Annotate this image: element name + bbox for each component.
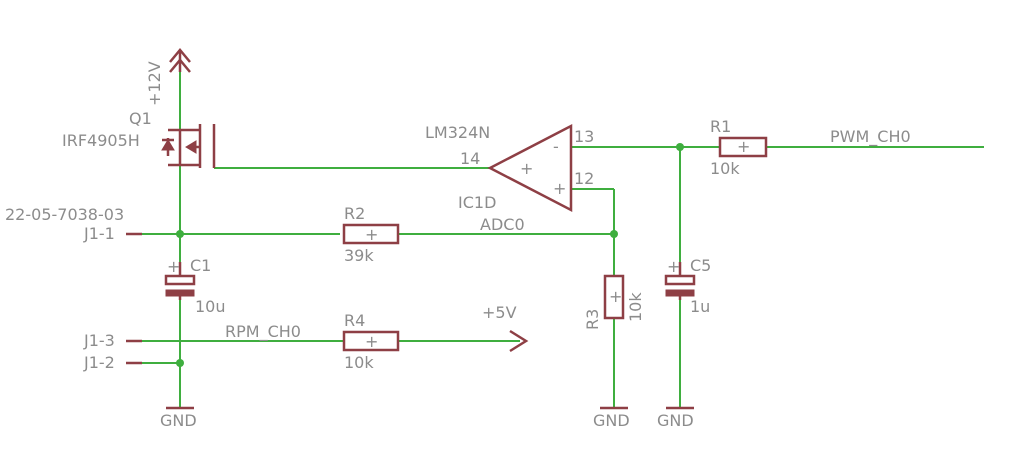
connector-part-label: 22-05-7038-03 (5, 205, 124, 224)
supply-12v-symbol (169, 48, 191, 73)
net-pwm-label: PWM_CH0 (830, 127, 911, 147)
ground-label: GND (657, 411, 694, 430)
r1-value-label: 10k (710, 159, 740, 178)
opamp-minus-sign: - (553, 137, 559, 156)
c5-capacitor-symbol (664, 262, 696, 300)
r4-value-label: 10k (344, 353, 374, 372)
r2-polarity-mark: + (365, 225, 378, 244)
c1-capacitor-symbol (164, 262, 196, 300)
q1-mosfet-symbol (161, 124, 216, 168)
c1-value-label: 10u (195, 297, 226, 316)
c5-polarity-mark: + (667, 257, 680, 276)
junctions (176, 143, 684, 367)
junction-dot (610, 230, 618, 238)
r2-ref-label: R2 (344, 204, 365, 223)
net-rpm-label: RPM_CH0 (225, 322, 301, 342)
pin-14-label: 14 (460, 149, 480, 168)
ic-part-label: LM324N (425, 123, 490, 142)
connector-pins (126, 232, 142, 365)
r2-value-label: 39k (344, 246, 374, 265)
r1-polarity-mark: + (737, 137, 750, 156)
opamp-gain-sign: + (520, 159, 533, 178)
junction-dot (176, 230, 184, 238)
r4-polarity-mark: + (365, 332, 378, 351)
r3-resistor-symbol (603, 274, 625, 320)
ground-label: GND (160, 411, 197, 430)
r2-resistor-symbol (342, 223, 400, 245)
j1-pin2-label: J1-2 (83, 353, 115, 372)
opamp-symbol (487, 123, 573, 213)
r3-ref-label: R3 (583, 309, 602, 330)
opamp-plus-sign: + (553, 179, 566, 198)
c1-polarity-mark: + (167, 257, 180, 276)
c5-value-label: 1u (690, 297, 710, 316)
c5-ref-label: C5 (690, 256, 711, 275)
ground-label: GND (593, 411, 630, 430)
j1-pin3-label: J1-3 (83, 331, 115, 350)
supply-5v-arrow (509, 329, 529, 353)
supply-5v-label: +5V (482, 303, 517, 322)
pin-13-label: 13 (574, 127, 594, 146)
supply-12v-label: +12V (145, 61, 164, 106)
junction-dot (176, 359, 184, 367)
r3-value-label: 10k (626, 292, 645, 322)
r4-resistor-symbol (342, 330, 400, 352)
r1-ref-label: R1 (710, 117, 731, 136)
q1-ref-label: Q1 (129, 109, 152, 128)
pin-12-label: 12 (574, 169, 594, 188)
c1-ref-label: C1 (190, 256, 211, 275)
r1-resistor-symbol (718, 136, 768, 158)
j1-pin1-label: J1-1 (83, 224, 115, 243)
q1-part-label: IRF4905H (62, 131, 140, 150)
r4-ref-label: R4 (344, 311, 365, 330)
net-adc-label: ADC0 (480, 215, 525, 234)
wires (140, 66, 984, 408)
junction-dot (676, 143, 684, 151)
ic-ref-label: IC1D (458, 193, 496, 212)
r3-polarity-mark: + (609, 287, 622, 306)
